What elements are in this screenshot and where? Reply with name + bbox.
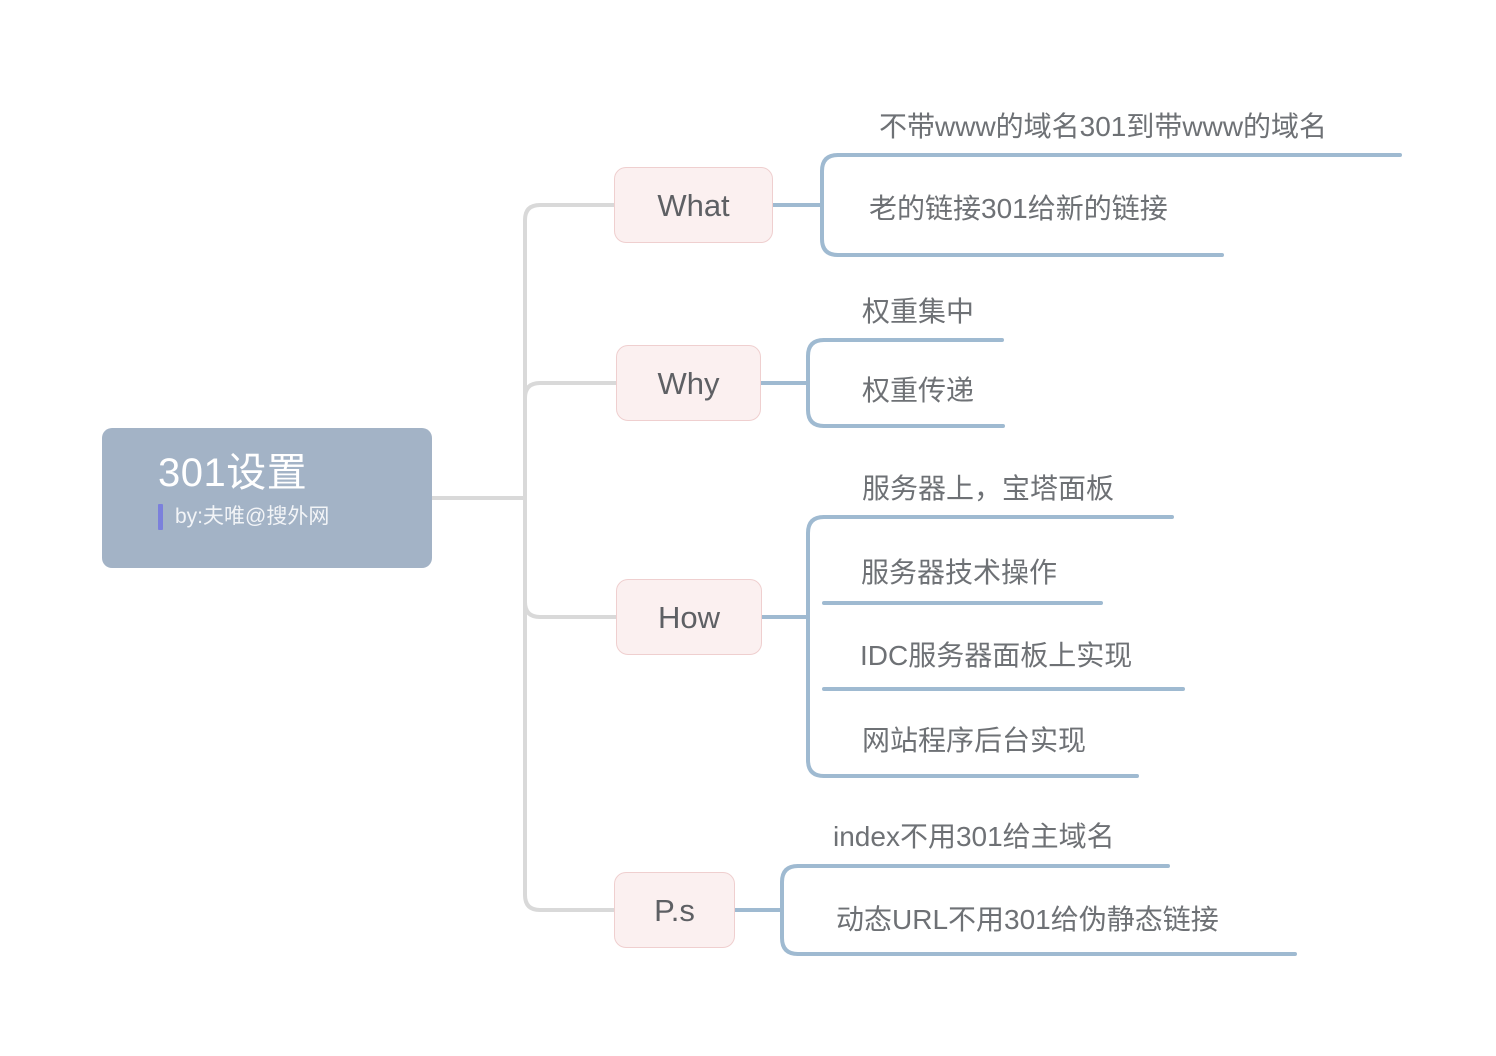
root-node[interactable]: 301设置 by:夫唯@搜外网 <box>102 428 432 568</box>
leaf-ps-0[interactable]: index不用301给主域名 <box>833 821 1115 852</box>
branch-label-ps: P.s <box>654 892 695 928</box>
branch-label-what: What <box>657 187 730 223</box>
leaf-how-2[interactable]: IDC服务器面板上实现 <box>860 640 1133 671</box>
leaf-why-1[interactable]: 权重传递 <box>862 375 975 406</box>
trunk-to-ps <box>523 496 616 912</box>
root-subtitle-row: by:夫唯@搜外网 <box>102 504 432 530</box>
trunk-to-how <box>523 496 618 619</box>
root-title: 301设置 <box>158 451 308 495</box>
branch-label-why: Why <box>657 365 720 401</box>
what-spine <box>820 153 840 257</box>
trunk-to-what <box>523 203 616 500</box>
leaf-why-0[interactable]: 权重集中 <box>862 296 975 327</box>
leaf-how-1[interactable]: 服务器技术操作 <box>861 557 1058 588</box>
root-subtitle: by:夫唯@搜外网 <box>175 505 330 528</box>
leaf-what-1[interactable]: 老的链接301给新的链接 <box>869 193 1168 224</box>
ps-spine <box>780 864 800 956</box>
branch-label-how: How <box>657 599 720 635</box>
leaf-how-3[interactable]: 网站程序后台实现 <box>862 725 1087 756</box>
leaf-ps-1[interactable]: 动态URL不用301给伪静态链接 <box>836 904 1219 935</box>
trunk-to-why <box>523 381 618 500</box>
branch-node-why[interactable]: Why <box>616 345 761 421</box>
leaf-how-0[interactable]: 服务器上，宝塔面板 <box>862 473 1115 504</box>
how-spine <box>806 515 826 778</box>
why-spine <box>806 338 826 428</box>
branch-node-what[interactable]: What <box>614 167 773 243</box>
branch-node-how[interactable]: How <box>616 579 762 655</box>
branch-node-ps[interactable]: P.s <box>614 872 735 948</box>
accent-bar-icon <box>158 504 163 530</box>
leaf-what-0[interactable]: 不带www的域名301到带www的域名 <box>879 111 1328 142</box>
